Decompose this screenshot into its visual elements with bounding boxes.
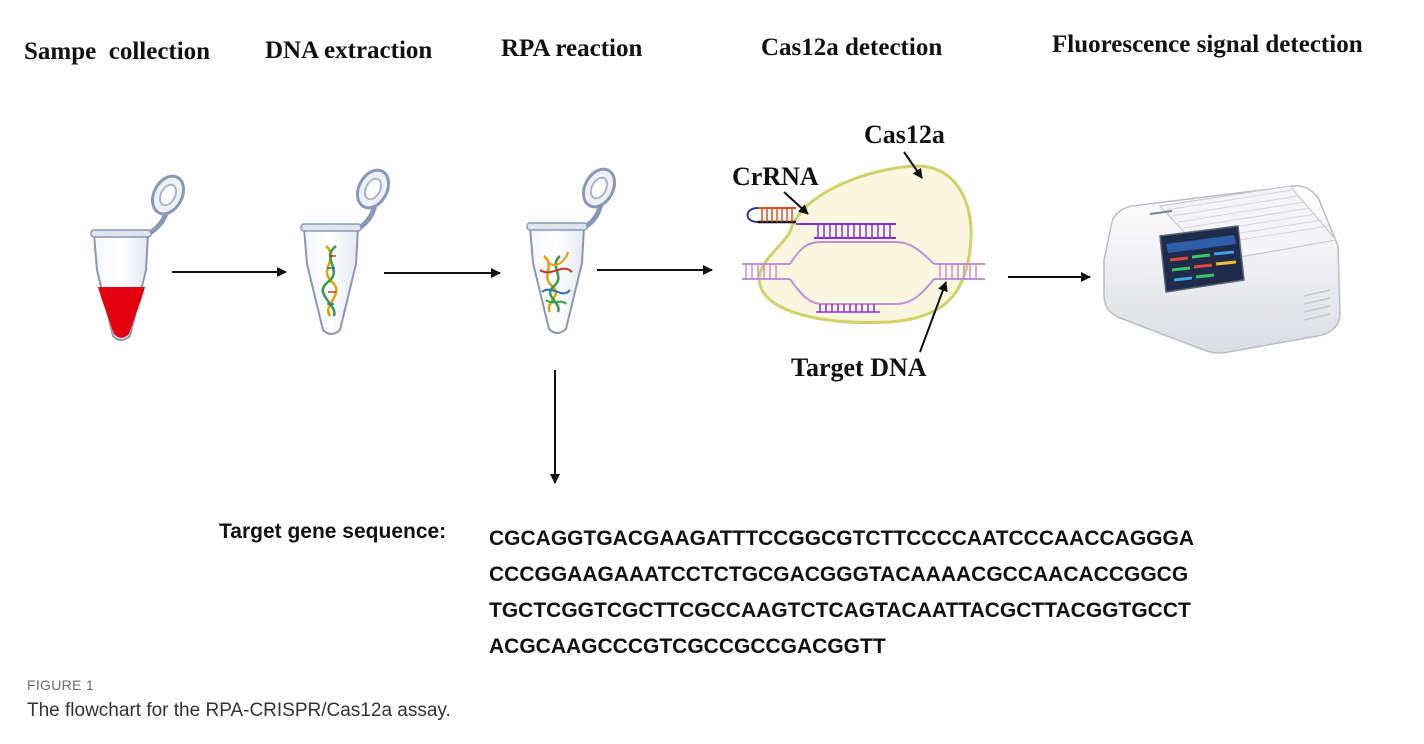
- step-title-fluorescence-detection: Fluorescence signal detection: [1052, 31, 1363, 58]
- sequence-lines: CGCAGGTGACGAAGATTTCCGGCGTCTTCCCCAATCCCAA…: [489, 521, 1194, 665]
- dna-extraction-tube-icon: [300, 168, 391, 335]
- cas12a-label: Cas12a: [864, 120, 945, 149]
- crrna-label: CrRNA: [732, 162, 819, 191]
- figure-label: FIGURE 1: [27, 677, 94, 693]
- sample-liquid: [98, 287, 145, 338]
- step-title-sample-collection: Sampe collection: [24, 38, 210, 65]
- target-dna-label: Target DNA: [791, 353, 927, 382]
- target-dna-pointer-arrow: [919, 281, 948, 353]
- sequence-line-1: CGCAGGTGACGAAGATTTCCGGCGTCTTCCCCAATCCCAA…: [489, 527, 1194, 550]
- sequence-label: Target gene sequence:: [219, 520, 447, 543]
- sample-tube-icon: [90, 174, 186, 341]
- cas12a-complex-illustration: Cas12a CrRNA Target DNA: [732, 120, 985, 382]
- cas12a-pointer-arrow: [903, 151, 923, 179]
- figure-caption: The flowchart for the RPA-CRISPR/Cas12a …: [27, 700, 451, 721]
- sequence-line-3: TGCTCGGTCGCTTCGCCAAGTCTCAGTACAATTACGCTTA…: [489, 599, 1191, 622]
- target-dna-strands: [742, 241, 985, 313]
- step-title-dna-extraction: DNA extraction: [265, 37, 432, 64]
- fluorescence-reader-icon: [1103, 185, 1341, 354]
- crrna-icon: [746, 207, 896, 239]
- crrna-pointer-arrow: [783, 191, 809, 215]
- rpa-reaction-tube-icon: [526, 167, 617, 334]
- step-title-cas12a-detection: Cas12a detection: [761, 34, 942, 61]
- sequence-line-2: CCCGGAAGAAATCCTCTGCGACGGGTACAAAACGCCAACA…: [489, 563, 1189, 586]
- dna-helix-icon: [321, 245, 338, 317]
- step-title-rpa-reaction: RPA reaction: [501, 35, 643, 62]
- amplified-dna-icon: [539, 251, 573, 313]
- sequence-line-4: ACGCAAGCCCGTCGCCGCCGACGGTT: [489, 635, 886, 658]
- cas12a-protein: [757, 164, 973, 324]
